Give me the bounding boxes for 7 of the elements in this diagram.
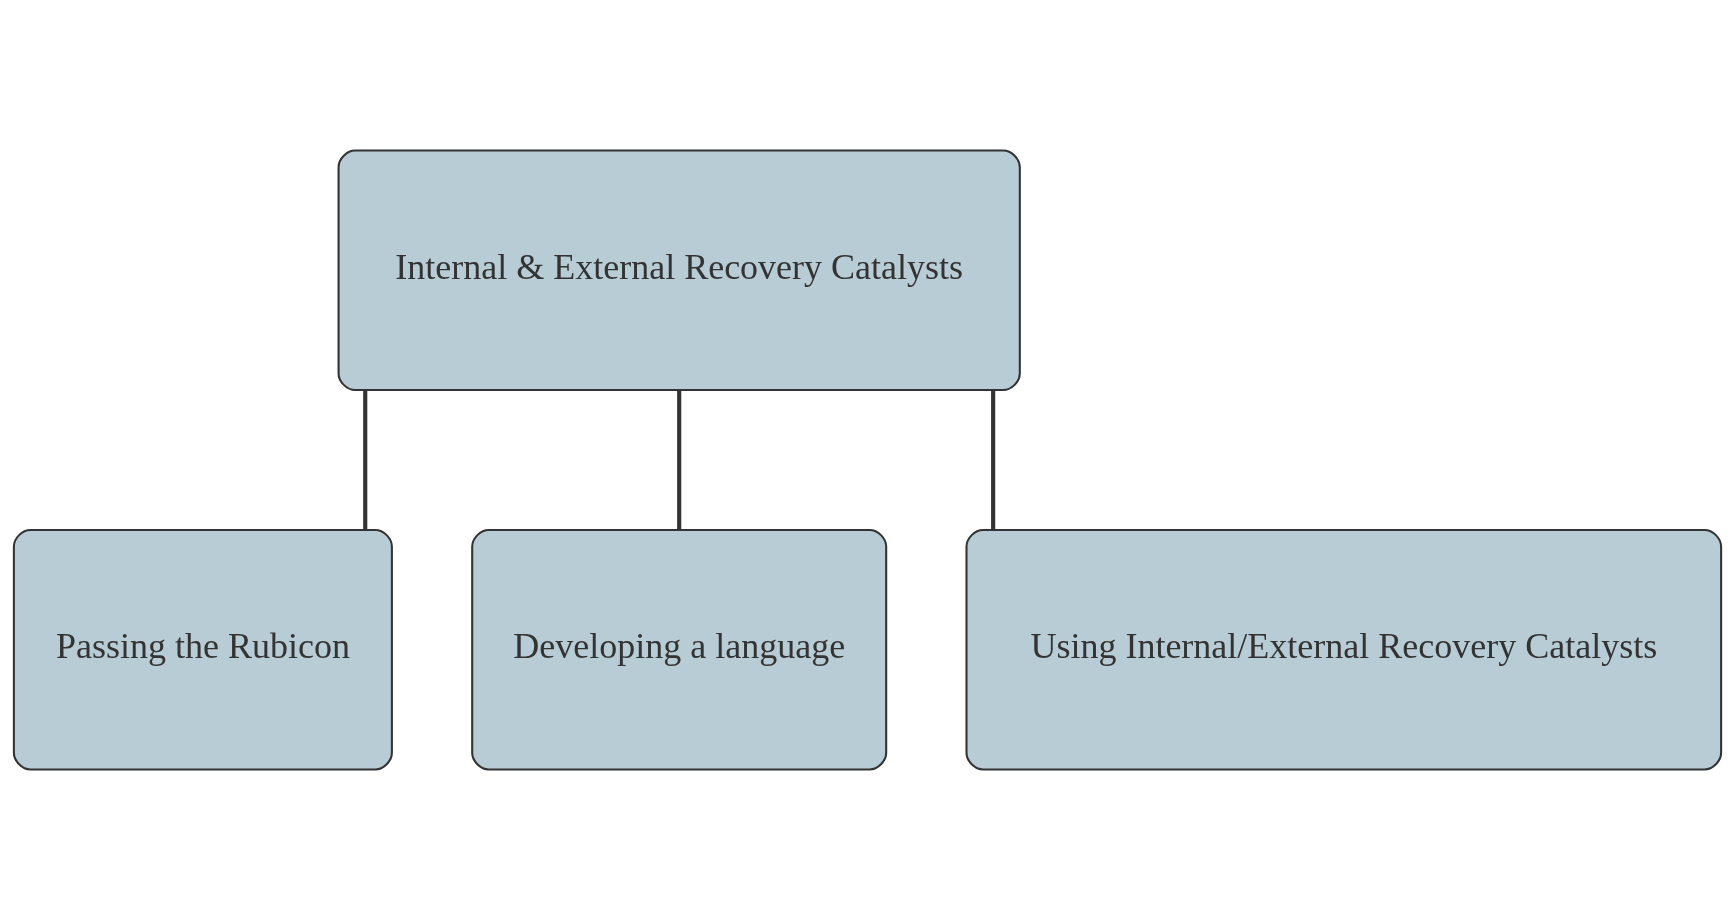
connector: [677, 390, 682, 530]
node-box: Passing the Rubicon: [12, 528, 393, 771]
connector: [991, 390, 996, 530]
node-box: Developing a language: [471, 528, 888, 771]
node-box: Internal & External Recovery Catalysts: [337, 149, 1021, 392]
connector: [363, 390, 368, 530]
node-box: Using Internal/External Recovery Catalysts: [965, 528, 1723, 771]
